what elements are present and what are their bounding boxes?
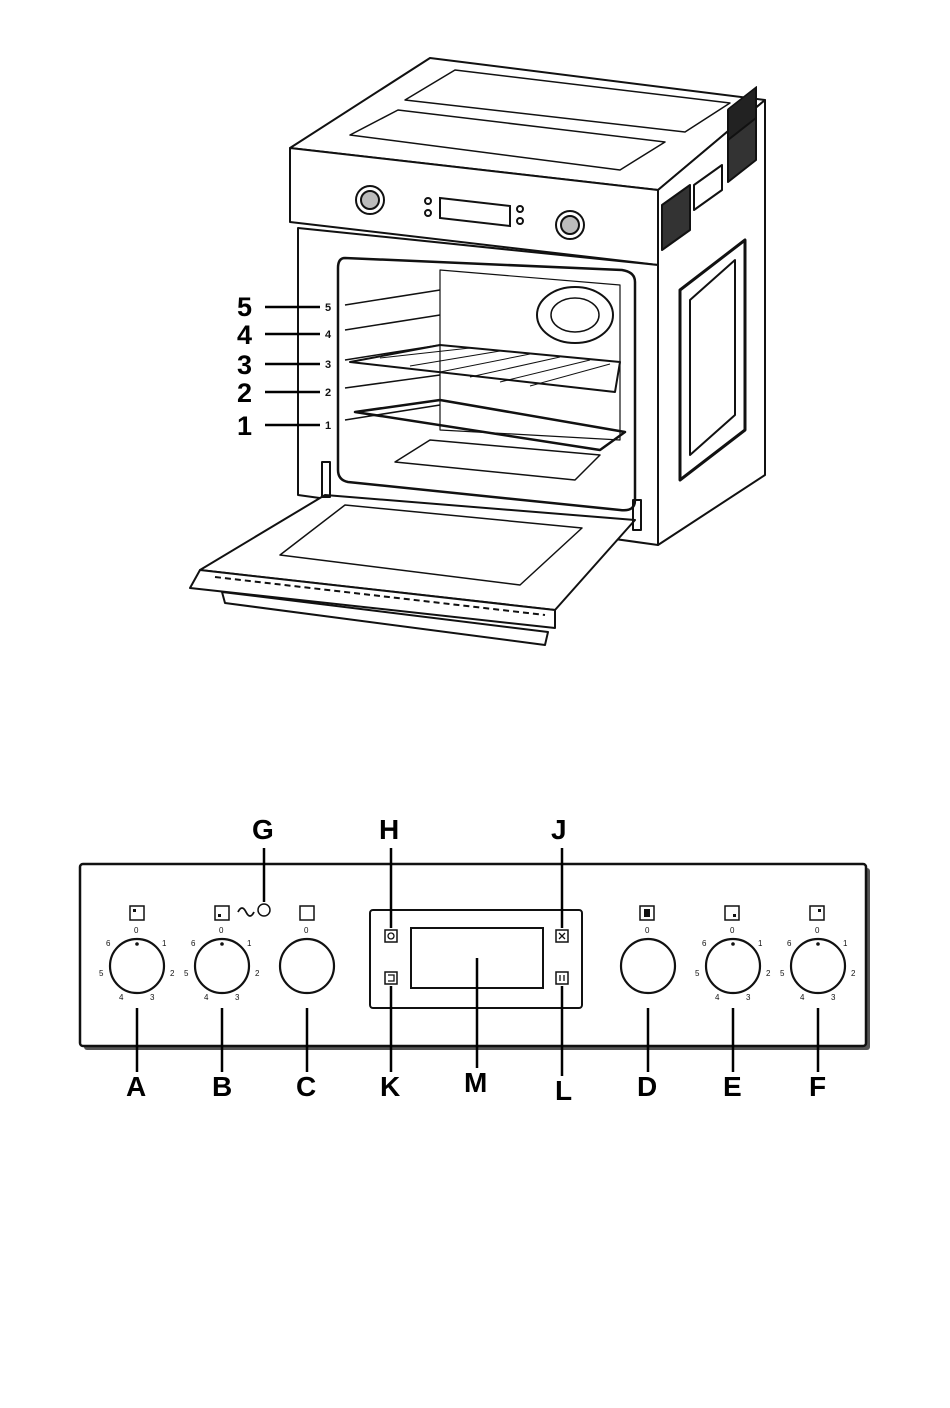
svg-text:6: 6 bbox=[106, 939, 111, 948]
inner-shelf-mark-2: 2 bbox=[325, 387, 331, 399]
svg-text:0: 0 bbox=[134, 926, 139, 935]
inner-shelf-mark-5: 5 bbox=[325, 302, 331, 314]
button-l-icon bbox=[556, 972, 568, 984]
knob-a bbox=[110, 939, 164, 993]
display-module bbox=[370, 910, 582, 1008]
panel-leader-lines bbox=[137, 848, 818, 1076]
callout-j: J bbox=[551, 816, 567, 844]
callout-b: B bbox=[212, 1073, 232, 1101]
knob-scale-marks: 0 1 2 3 4 5 6 0 1 2 3 4 5 6 0 0 0 1 2 3 … bbox=[99, 926, 856, 1002]
svg-text:2: 2 bbox=[851, 969, 856, 978]
zone-e-symbol-icon bbox=[725, 906, 739, 920]
callout-a: A bbox=[126, 1073, 146, 1101]
zone-a-symbol-icon bbox=[130, 906, 144, 920]
callout-k: K bbox=[380, 1073, 400, 1101]
svg-text:5: 5 bbox=[780, 969, 785, 978]
svg-text:2: 2 bbox=[766, 969, 771, 978]
power-indicator-symbol bbox=[238, 908, 254, 916]
knob-b bbox=[195, 939, 249, 993]
svg-text:2: 2 bbox=[170, 969, 175, 978]
svg-text:6: 6 bbox=[702, 939, 707, 948]
callout-h: H bbox=[379, 816, 399, 844]
svg-text:5: 5 bbox=[99, 969, 104, 978]
shelf-label-4: 4 bbox=[237, 322, 252, 349]
svg-text:4: 4 bbox=[715, 993, 720, 1002]
shelf-label-5: 5 bbox=[237, 294, 252, 321]
svg-text:3: 3 bbox=[235, 993, 240, 1002]
callout-d: D bbox=[637, 1073, 657, 1101]
svg-text:0: 0 bbox=[645, 926, 650, 935]
knob-d bbox=[621, 939, 675, 993]
shelf-label-3: 3 bbox=[237, 352, 252, 379]
svg-text:3: 3 bbox=[150, 993, 155, 1002]
svg-text:1: 1 bbox=[162, 939, 167, 948]
svg-text:1: 1 bbox=[843, 939, 848, 948]
shelf-label-1: 1 bbox=[237, 413, 252, 440]
svg-text:0: 0 bbox=[219, 926, 224, 935]
callout-c: C bbox=[296, 1073, 316, 1101]
knob-c bbox=[280, 939, 334, 993]
inner-shelf-mark-4: 4 bbox=[325, 329, 332, 341]
svg-text:6: 6 bbox=[787, 939, 792, 948]
button-h-icon bbox=[385, 930, 397, 942]
oven-illustration: 5 4 3 2 1 bbox=[0, 0, 950, 700]
callout-g: G bbox=[252, 816, 274, 844]
svg-text:2: 2 bbox=[255, 969, 260, 978]
svg-text:4: 4 bbox=[204, 993, 209, 1002]
lcd-screen bbox=[411, 928, 543, 988]
inner-shelf-mark-1: 1 bbox=[325, 420, 331, 432]
knob-f bbox=[791, 939, 845, 993]
svg-text:0: 0 bbox=[815, 926, 820, 935]
svg-text:0: 0 bbox=[304, 926, 309, 935]
callout-l: L bbox=[555, 1077, 572, 1105]
inner-shelf-mark-3: 3 bbox=[325, 359, 331, 371]
control-panel bbox=[80, 864, 866, 1046]
callout-f: F bbox=[809, 1073, 826, 1101]
thermostat-d-symbol-icon bbox=[640, 906, 654, 920]
button-j-icon bbox=[556, 930, 568, 942]
oven-cavity bbox=[338, 258, 635, 510]
power-indicator-light bbox=[258, 904, 270, 916]
svg-text:4: 4 bbox=[800, 993, 805, 1002]
callout-e: E bbox=[723, 1073, 742, 1101]
zone-b-symbol-icon bbox=[215, 906, 229, 920]
svg-text:4: 4 bbox=[119, 993, 124, 1002]
svg-text:6: 6 bbox=[191, 939, 196, 948]
callout-m: M bbox=[464, 1069, 487, 1097]
zone-f-symbol-icon bbox=[810, 906, 824, 920]
svg-text:1: 1 bbox=[247, 939, 252, 948]
svg-text:5: 5 bbox=[184, 969, 189, 978]
svg-text:0: 0 bbox=[730, 926, 735, 935]
svg-text:1: 1 bbox=[758, 939, 763, 948]
svg-text:3: 3 bbox=[746, 993, 751, 1002]
shelf-label-2: 2 bbox=[237, 380, 252, 407]
svg-text:3: 3 bbox=[831, 993, 836, 1002]
svg-text:5: 5 bbox=[695, 969, 700, 978]
function-c-symbol-icon bbox=[300, 906, 314, 920]
button-k-icon bbox=[385, 972, 397, 984]
knob-e bbox=[706, 939, 760, 993]
